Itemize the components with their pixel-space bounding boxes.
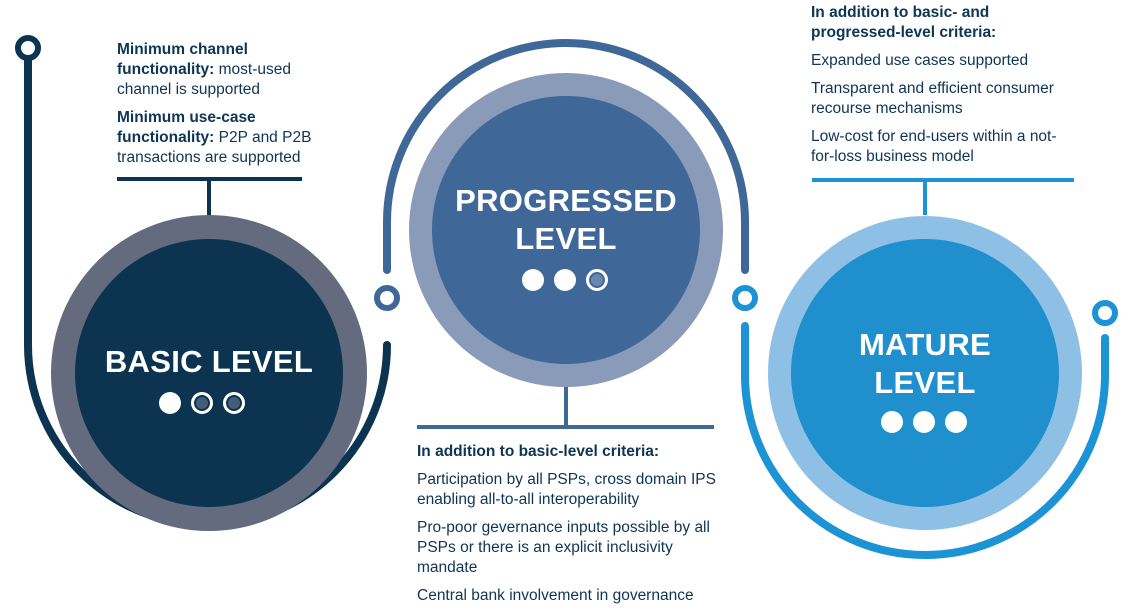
mature-end-node: [1092, 300, 1118, 326]
level-dot: [522, 269, 544, 291]
basic-level-circle: [51, 215, 367, 531]
level-dot: [586, 269, 608, 291]
progressed-criteria-heading: In addition to basic-level criteria:: [417, 443, 660, 460]
progressed-level-dots: [522, 269, 608, 291]
basic-level-title: BASIC LEVEL: [104, 344, 314, 379]
basic-criterion: Minimum channel functionality: most-used…: [117, 40, 332, 100]
mature-criterion: Expanded use cases supported: [811, 52, 1029, 69]
basic-criterion-bold: Minimum use-case functionality:: [117, 109, 256, 146]
progressed-join-node: [374, 285, 400, 311]
level-dot: [881, 411, 903, 433]
progressed-criterion: Pro-poor gevernance inputs possible by a…: [417, 519, 710, 576]
basic-level-dots: [159, 392, 245, 414]
mature-connector-line: [741, 322, 1109, 559]
level-dot: [159, 392, 181, 414]
progressed-level-title: PROGRESSED LEVEL: [432, 182, 700, 258]
progressed-criteria: In addition to basic-level criteria: Par…: [417, 442, 722, 614]
mature-criterion: Low-cost for end-users within a not-for-…: [811, 128, 1057, 165]
level-dot: [191, 392, 213, 414]
progressed-title-line1: PROGRESSED: [455, 183, 677, 218]
mature-title-line1: MATURE: [858, 327, 992, 362]
basic-start-node: [15, 35, 41, 61]
mature-title-line2: LEVEL: [874, 365, 976, 400]
progressed-title-line2: LEVEL: [515, 221, 617, 256]
basic-criterion: Minimum use-case functionality: P2P and …: [117, 108, 332, 168]
mature-criteria-heading: In addition to basic- and progressed-lev…: [811, 4, 997, 41]
progressed-callout-rule: [417, 385, 714, 429]
level-dot: [913, 411, 935, 433]
mature-level-dots: [881, 411, 967, 433]
level-dot: [554, 269, 576, 291]
progressed-criterion: Participation by all PSPs, cross domain …: [417, 471, 716, 508]
mature-level-circle: [768, 216, 1082, 530]
mature-criteria: In addition to basic- and progressed-lev…: [811, 3, 1071, 175]
basic-criteria: Minimum channel functionality: most-used…: [117, 40, 332, 176]
mature-criterion: Transparent and efficient consumer recou…: [811, 80, 1054, 117]
basic-criterion-bold: Minimum channel functionality:: [117, 41, 248, 78]
basic-criterion-text: most-used channel is supported: [117, 61, 291, 98]
mature-join-node: [732, 285, 758, 311]
progressed-level-circle: [409, 73, 723, 387]
basic-criterion-text: P2P and P2B transactions are supported: [117, 129, 312, 166]
mature-level-title: MATURE LEVEL: [791, 326, 1059, 402]
level-dot: [223, 392, 245, 414]
level-dot: [945, 411, 967, 433]
mature-callout-rule: [812, 178, 1074, 215]
progressed-criterion: Central bank involvement in governance: [417, 587, 694, 604]
progressed-connector-line: [383, 39, 749, 274]
basic-callout-rule: [117, 177, 302, 216]
